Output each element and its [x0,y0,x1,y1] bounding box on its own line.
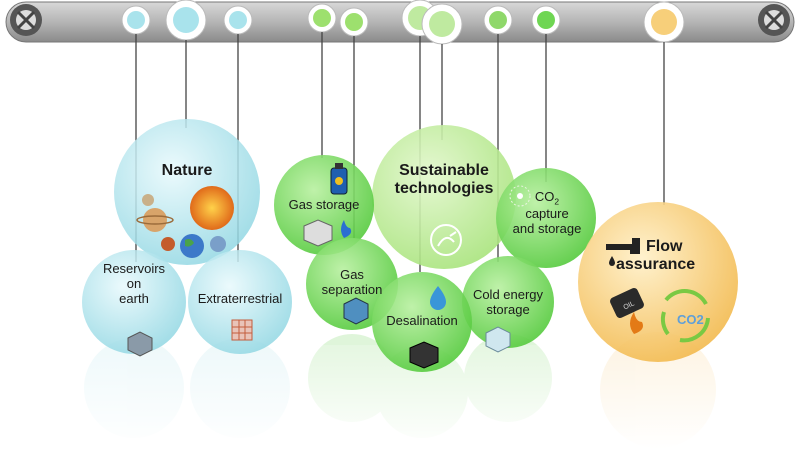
hanger-rings [121,0,685,45]
gear-icon [10,4,42,36]
co2-capture-label: CO2 capture and storage [512,189,582,237]
reservoirs-circle [82,250,186,354]
gas-cylinder-icon [330,163,348,195]
plug-icon [430,224,462,256]
desalination-label: Desalination [386,313,458,328]
desalination-circle [372,272,472,372]
oil-pump-icon [606,238,640,266]
extraterrestrial-circle [188,250,292,354]
nature-cluster [82,119,292,357]
hydrate-cage-icon [303,219,333,247]
svg-text:CO2: CO2 [677,312,704,327]
hydrate-cage-icon [409,341,439,369]
svg-text:OIL: OIL [622,300,635,311]
gear-icon [758,4,790,36]
planet-icon [136,194,175,251]
earth-icon [180,234,226,258]
flow-assurance-cluster: OIL CO2 [578,202,738,362]
water-drop-icon [430,286,446,310]
sustainable-title: Sustainable technologies [394,162,494,198]
gas-separation-label: Gas separation [321,267,383,297]
flame-icon [341,220,352,238]
flame-icon [630,312,643,334]
sustainable-circle [372,125,516,269]
co2-circle [496,168,596,268]
flow-assurance-title: Flow assurance [616,238,696,274]
extraterrestrial-label: Extraterrestrial [197,291,283,306]
nature-title: Nature [161,162,213,179]
gas-storage-label: Gas storage [288,197,360,212]
sustainable-cluster [274,125,596,372]
hydrate-cage-icon [127,319,253,357]
oil-barrel-icon: OIL [610,288,644,318]
molecule-icon [509,185,531,207]
hydrate-cage-icon [343,297,369,325]
sun-icon [190,186,234,230]
reservoirs-label: Reservoirs on earth [102,261,166,306]
flow-assurance-circle [578,202,738,362]
cold-energy-circle [462,256,554,348]
recycle-icon: CO2 [660,289,710,343]
cold-energy-label: Cold energy storage [472,287,544,317]
hydrate-cage-icon [485,326,511,353]
